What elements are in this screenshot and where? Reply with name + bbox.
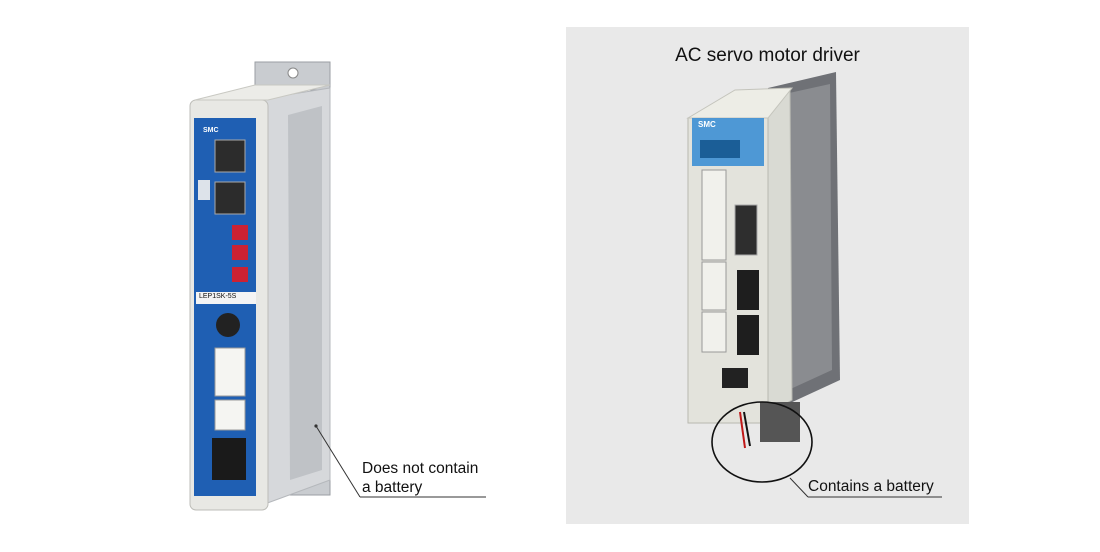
- no-battery-caption: Does not contain a battery: [362, 459, 478, 497]
- right-brand-label: SMC: [698, 120, 716, 129]
- left-brand-label: SMC: [203, 127, 219, 134]
- no-battery-caption-line2: a battery: [362, 479, 423, 496]
- panel-title: AC servo motor driver: [675, 45, 860, 66]
- no-battery-caption-line1: Does not contain: [362, 460, 479, 477]
- left-model-label: LEP1SK-5S: [199, 293, 237, 300]
- battery-caption: Contains a battery: [808, 478, 934, 495]
